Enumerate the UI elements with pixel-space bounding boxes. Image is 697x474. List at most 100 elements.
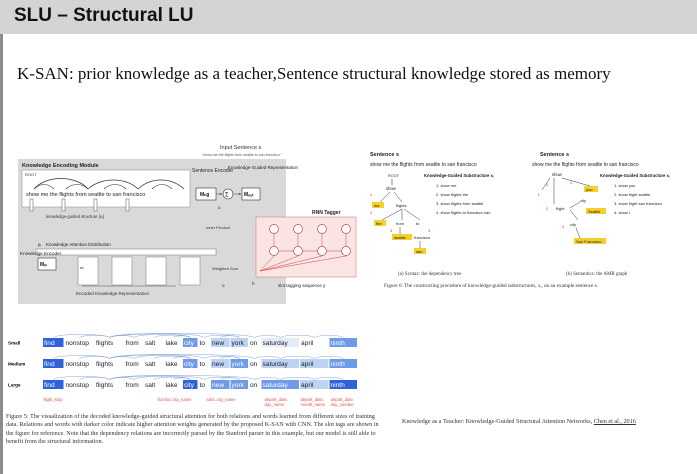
arc bbox=[137, 179, 185, 190]
syntax-num-1: 1 bbox=[370, 193, 372, 197]
token-highlight bbox=[183, 380, 198, 389]
dependency-arc bbox=[254, 356, 281, 360]
reference: Knowledge as a Teacher: Knowledge-Guided… bbox=[402, 418, 692, 425]
dependency-arc bbox=[280, 356, 315, 360]
semantic-num-2: 2 bbox=[546, 207, 548, 211]
node-from: from bbox=[396, 221, 405, 226]
token: from bbox=[126, 340, 140, 347]
rnn-tagger-label: RNN Tagger bbox=[312, 210, 341, 216]
dependency-arc bbox=[79, 377, 110, 381]
attention-bar bbox=[35, 248, 217, 256]
encoding-module-label: Knowledge Encoding Module bbox=[22, 163, 99, 169]
token-highlight bbox=[300, 380, 329, 389]
dependency-arc bbox=[314, 335, 344, 339]
node-seattle: seattle bbox=[394, 235, 407, 240]
token: york bbox=[232, 382, 245, 389]
slot-tag: toloc.city_name bbox=[207, 397, 237, 402]
reference-link[interactable]: Chen et al., 2016 bbox=[593, 418, 636, 425]
amr-node-show: show bbox=[552, 172, 563, 177]
dependency-arc bbox=[133, 376, 191, 381]
dependency-arc bbox=[153, 355, 191, 360]
token-highlight bbox=[211, 359, 230, 368]
semantic-item: 4. show i bbox=[614, 210, 630, 215]
token: april bbox=[301, 340, 314, 347]
semantic-diagram: Sentence s show me the flights from seat… bbox=[532, 152, 670, 277]
encoded-repr-label: Encoded Knowledge Representation bbox=[76, 291, 150, 296]
token: ninth bbox=[331, 340, 346, 347]
token: nonstop bbox=[66, 340, 90, 347]
node-francisco: francisco bbox=[414, 235, 431, 240]
row-label: Large bbox=[8, 383, 21, 388]
dependency-arc bbox=[220, 377, 240, 381]
amr-node-you-box bbox=[584, 186, 598, 192]
node-san-box bbox=[414, 248, 426, 254]
p-i-label: pᵢ bbox=[38, 242, 41, 247]
dependency-arc bbox=[314, 377, 344, 381]
dependency-arc bbox=[109, 375, 256, 381]
architecture-figure: Input Sentence s "show me the flights fr… bbox=[16, 145, 364, 305]
amr-node-sf: San Francisco bbox=[576, 239, 602, 244]
token: york bbox=[232, 340, 245, 347]
syntax-sub-caption: (a) Syntax: the dependency tree bbox=[398, 272, 462, 277]
dependency-arc bbox=[53, 376, 110, 381]
token: nonstop bbox=[66, 382, 90, 389]
token: nonstop bbox=[66, 361, 90, 368]
architecture-diagram: Input Sentence s "show me the flights fr… bbox=[18, 145, 357, 304]
amr-node-i: I bbox=[538, 192, 539, 197]
attention-distribution-label: Knowledge Attention Distribution bbox=[46, 242, 111, 247]
token: lake bbox=[166, 340, 178, 347]
amr-node-seattle: Seattle bbox=[588, 209, 601, 214]
m-i-label: mᵢ bbox=[80, 265, 84, 270]
token: saturday bbox=[263, 382, 289, 389]
amr-node-city-2: city bbox=[570, 222, 576, 227]
token-highlight bbox=[183, 338, 198, 347]
slide-title: SLU – Structural LU bbox=[14, 5, 194, 26]
syntax-item: 2. show flights the bbox=[436, 192, 469, 197]
u-label: u bbox=[218, 205, 221, 210]
dependency-arc bbox=[280, 335, 315, 339]
dependency-arc bbox=[79, 356, 110, 360]
amr-node-flight: flight bbox=[556, 206, 565, 211]
semantic-sentence: show me the flights from seattle to san … bbox=[532, 162, 639, 168]
node-me: me bbox=[374, 203, 380, 208]
title-bar: SLU – Structural LU bbox=[0, 0, 697, 34]
token: york bbox=[232, 361, 245, 368]
semantic-num-4: 4 bbox=[546, 183, 548, 187]
token: from bbox=[126, 382, 140, 389]
node-me-box bbox=[372, 202, 384, 208]
input-sentence-small: "show me the flights from seattle to san… bbox=[202, 153, 282, 157]
syntax-item: 4. show flights to francisco san bbox=[436, 210, 490, 215]
syntax-num-2: 2 bbox=[370, 211, 372, 215]
arc bbox=[33, 184, 55, 190]
token: lake bbox=[166, 361, 178, 368]
memory-slots bbox=[77, 256, 201, 286]
arc bbox=[87, 179, 139, 190]
syntax-root: ROOT bbox=[388, 174, 400, 178]
dependency-arc bbox=[254, 335, 281, 339]
slide-subtitle: K-SAN: prior knowledge as a teacher,Sent… bbox=[17, 64, 611, 83]
dependency-arc bbox=[133, 355, 191, 360]
semantic-item: 3. show flight san francisco bbox=[614, 201, 663, 206]
token: from bbox=[126, 361, 140, 368]
node-the: the bbox=[376, 221, 382, 226]
syntax-figure: Sentence s show me the flights from seat… bbox=[368, 150, 518, 280]
o-label: o bbox=[222, 283, 225, 288]
syntax-diagram: Sentence s show me the flights from seat… bbox=[370, 152, 494, 277]
token: ninth bbox=[331, 361, 346, 368]
figure-6-caption: Figure 6: The constructing procedure of … bbox=[384, 283, 598, 289]
dependency-arc bbox=[254, 377, 281, 381]
token: lake bbox=[166, 382, 178, 389]
token: to bbox=[200, 340, 206, 347]
dependency-arc bbox=[220, 356, 240, 360]
reference-text: Knowledge as a Teacher: Knowledge-Guided… bbox=[402, 418, 594, 425]
dependency-arc bbox=[220, 335, 240, 339]
token-highlight bbox=[43, 380, 64, 389]
amr-node-city-1: city bbox=[580, 198, 586, 203]
input-label: Input Sentence s bbox=[220, 145, 262, 151]
dependency-arc bbox=[314, 356, 344, 360]
node-show: show bbox=[386, 186, 397, 191]
substructure-bars bbox=[29, 198, 130, 212]
node-seattle-box bbox=[392, 234, 412, 240]
node-san: san bbox=[416, 249, 422, 254]
